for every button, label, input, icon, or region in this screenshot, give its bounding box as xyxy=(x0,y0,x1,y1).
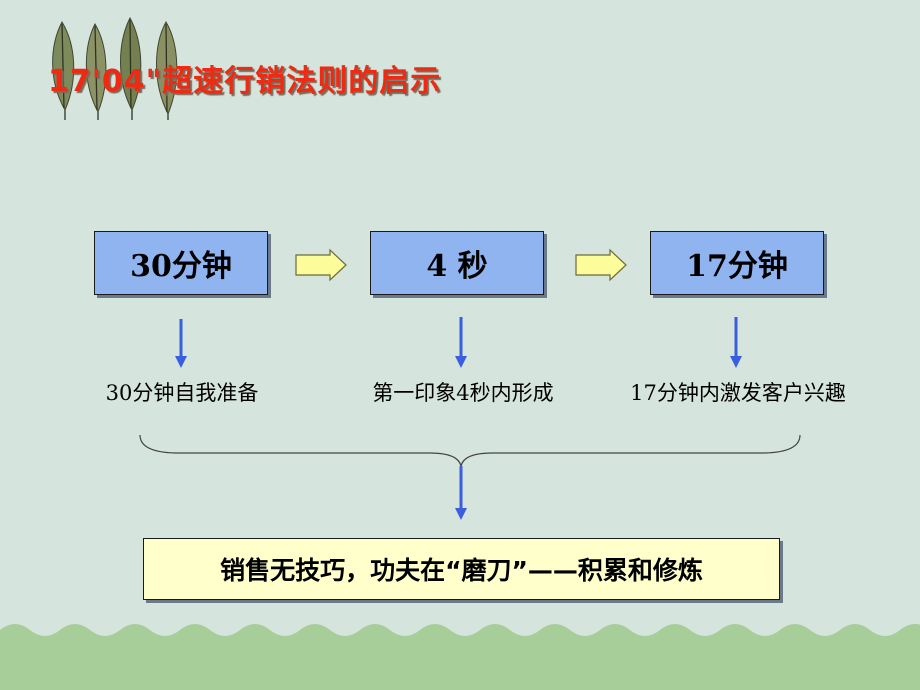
yellow-arrow-right-icon xyxy=(295,248,347,282)
caption-self-preparation: 30分钟自我准备 xyxy=(105,381,259,405)
caption-first-impression: 第一印象4秒内形成 xyxy=(372,381,554,405)
page-title: 17'04"超速行销法则的启示 xyxy=(48,64,442,99)
curly-brace xyxy=(139,434,801,467)
bottom-wave-decoration xyxy=(0,624,920,690)
caption-arouse-interest: 17分钟内激发客户兴趣 xyxy=(630,381,846,405)
leaves-decoration xyxy=(52,16,178,120)
step-box-17min: 17分钟 xyxy=(650,231,824,295)
step-box-30min: 30分钟 xyxy=(94,231,268,295)
yellow-arrow-right-icon xyxy=(575,248,627,282)
step-box-4sec: 4 秒 xyxy=(370,231,544,295)
summary-box: 销售无技巧，功夫在“磨刀”——积累和修炼 xyxy=(143,538,780,600)
